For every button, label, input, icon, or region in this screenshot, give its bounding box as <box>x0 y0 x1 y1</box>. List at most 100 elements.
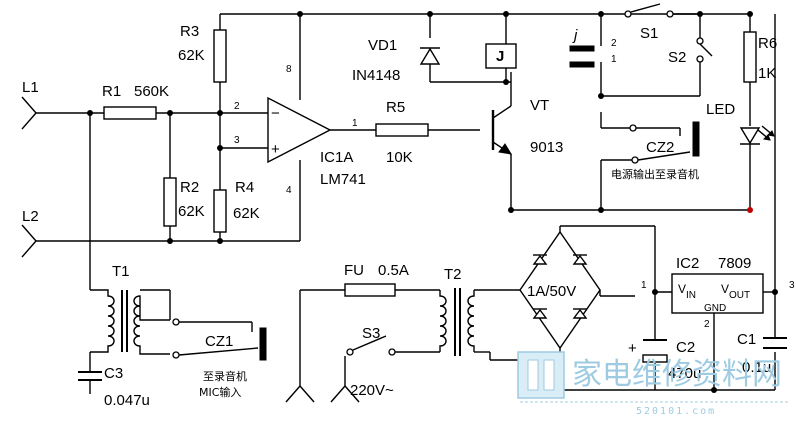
regulator-ic2 <box>671 273 764 314</box>
junction-dot <box>697 11 703 17</box>
jack-cz1 <box>172 318 267 361</box>
junction-dot <box>503 79 509 85</box>
label-c2: C2 <box>676 339 695 356</box>
pin-label: 3 <box>789 280 795 291</box>
pin-label: 2 <box>704 319 710 330</box>
cz1-note-line2: MIC输入 <box>199 385 241 399</box>
label-vd1: VD1 <box>368 37 397 54</box>
value-r1: 560K <box>134 83 169 100</box>
junction-dot <box>711 387 717 393</box>
value-fu: 0.5A <box>378 262 409 279</box>
regulator-wiring <box>540 226 775 391</box>
mains-plug-right <box>330 356 360 403</box>
pin-label: 2 <box>611 38 617 49</box>
junction-dot <box>217 145 223 151</box>
value-r4: 62K <box>233 205 260 222</box>
transistor-emitter-arrow <box>498 143 512 155</box>
relay-coil-j <box>485 43 517 69</box>
label-vin-sub: IN <box>686 290 696 301</box>
label-l2: L2 <box>22 208 39 225</box>
opamp-ic1a <box>267 96 332 164</box>
c2-plus-sign: + <box>628 340 637 357</box>
label-r6: R6 <box>758 35 777 52</box>
label-ic2: IC2 <box>676 255 699 272</box>
label-vout: V <box>721 282 729 296</box>
junction-dot <box>217 238 223 244</box>
label-r3: R3 <box>180 23 199 40</box>
bias-wiring <box>219 13 750 241</box>
model-vt: 9013 <box>530 139 563 156</box>
led-light-arrows <box>757 125 775 141</box>
pin-label: 2 <box>234 101 240 112</box>
relay-contact-j-bottom <box>569 61 595 68</box>
switch-s2 <box>696 37 713 63</box>
label-s1: S1 <box>640 25 658 42</box>
diode-vd1 <box>419 47 441 65</box>
junction-dot <box>87 110 93 116</box>
driver-wiring <box>330 72 512 210</box>
label-relay: J <box>496 48 504 65</box>
watermark-url: 520101.com <box>636 406 716 417</box>
label-vt: VT <box>530 97 549 114</box>
label-c3: C3 <box>104 365 123 382</box>
resistor-r5 <box>375 123 429 137</box>
value-r3: 62K <box>178 47 205 64</box>
opamp-plus-sign: + <box>271 141 280 158</box>
junction-dot <box>503 11 509 17</box>
junction-dot <box>747 207 753 213</box>
label-vin: V <box>678 282 686 296</box>
resistor-r6 <box>743 31 757 83</box>
label-t1: T1 <box>112 263 130 280</box>
label-led: LED <box>706 101 735 118</box>
junction-dot <box>427 11 433 17</box>
bridge-diodes <box>532 254 588 319</box>
switch-s3 <box>346 335 440 356</box>
junction-dot <box>747 11 753 17</box>
label-gnd: GND <box>704 303 726 314</box>
junction-dot <box>772 289 778 295</box>
junction-dot <box>598 11 604 17</box>
led-wiring <box>749 14 776 390</box>
label-s2: S2 <box>668 49 686 66</box>
input-terminal-l2 <box>21 224 37 258</box>
value-c2: 470u <box>668 365 701 382</box>
label-relay-contact: j <box>572 27 578 44</box>
pin-label: 3 <box>234 135 240 146</box>
pin-label: 8 <box>286 64 292 75</box>
jack-cz2 <box>629 121 700 164</box>
value-r2: 62K <box>178 203 205 220</box>
led <box>739 127 761 145</box>
model-ic1: LM741 <box>320 171 366 188</box>
pin-label: 1 <box>611 54 617 65</box>
label-r5: R5 <box>386 99 405 116</box>
label-r4: R4 <box>235 179 254 196</box>
mains-plug-left <box>285 290 315 403</box>
label-mains: 220V~ <box>350 382 394 399</box>
label-cz2: CZ2 <box>646 139 674 156</box>
label-cz1: CZ1 <box>205 333 233 350</box>
input-terminal-l1 <box>21 96 37 130</box>
junction-dot <box>167 238 173 244</box>
label-s3: S3 <box>362 325 380 342</box>
switch-s1 <box>624 3 674 18</box>
label-l1: L1 <box>22 79 39 96</box>
opamp-minus-sign: − <box>271 105 280 122</box>
resistor-r1 <box>103 106 157 120</box>
value-bridge: 1A/50V <box>527 283 576 300</box>
cz1-note-line1: 至录音机 <box>203 369 247 383</box>
contact-wiring <box>600 13 701 175</box>
resistor-r2 <box>163 177 177 227</box>
transformer-t2 <box>439 288 522 356</box>
model-vd1: IN4148 <box>352 67 400 84</box>
transformer-t1 <box>90 289 171 355</box>
value-c1: 0.1u <box>742 359 771 376</box>
capacitor-c1 <box>763 337 787 349</box>
label-ic1: IC1A <box>320 149 353 166</box>
junction-dot <box>598 93 604 99</box>
pin-label: 1 <box>352 118 358 129</box>
value-r6: 1K <box>758 65 776 82</box>
label-vout-sub: OUT <box>729 290 750 301</box>
capacitor-c3 <box>78 371 102 381</box>
junction-dot <box>652 289 658 295</box>
